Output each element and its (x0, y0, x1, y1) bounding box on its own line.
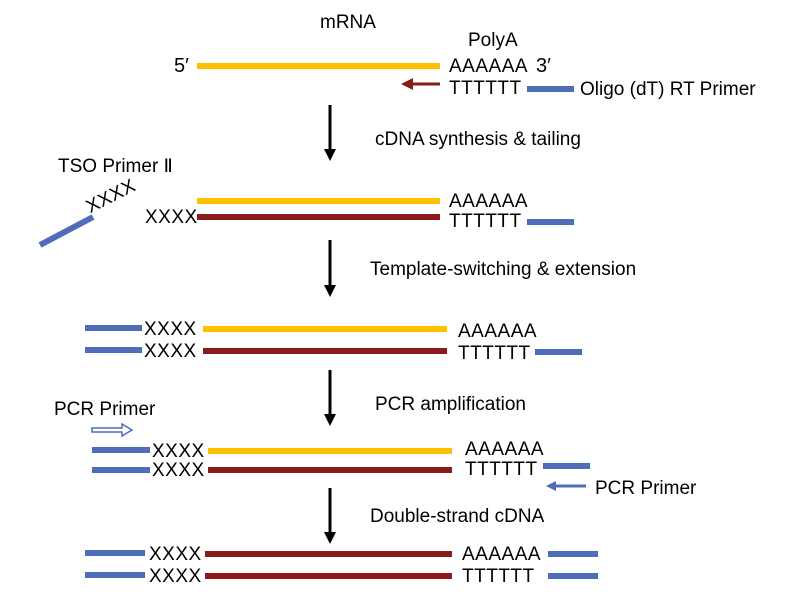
stage2-bottom-seq: TTTTTT (449, 211, 522, 232)
stage3-top-x-seq: XXXX (144, 319, 197, 340)
stage2-top-seq: AAAAAA (449, 191, 529, 212)
stage1-polya-seq: AAAAAA (449, 56, 529, 77)
stage3-top-seq: AAAAAA (458, 321, 538, 342)
stage2-c-tail-seq: XXXX (145, 207, 198, 228)
polya-label: PolyA (468, 30, 518, 51)
pcr-primer-left-label: PCR Primer (54, 399, 156, 420)
stage3-bottom-x-seq: XXXX (144, 341, 197, 362)
stage1-oligo-seq: TTTTTT (449, 78, 522, 99)
five-prime-label: 5′ (174, 55, 189, 77)
step2-label: Template-switching & extension (370, 259, 637, 280)
stage5-bottom-seq: TTTTTT (462, 566, 535, 587)
three-prime-label: 3′ (536, 55, 551, 77)
stage4-pcr-reverse-arrow (546, 481, 586, 491)
stage4-bottom-seq: TTTTTT (465, 459, 538, 480)
step3-label: PCR amplification (375, 394, 526, 415)
mrna-label: mRNA (320, 12, 376, 33)
step1-label: cDNA synthesis & tailing (375, 129, 581, 150)
stage5-top-seq: AAAAAA (462, 544, 542, 565)
pcr-primer-right-label: PCR Primer (595, 478, 697, 499)
stage2-tso-primer-bar (38, 214, 95, 248)
stage3-bottom-seq: TTTTTT (458, 343, 531, 364)
stage5-top-x-seq: XXXX (149, 544, 202, 565)
stage5-bottom-x-seq: XXXX (149, 566, 202, 587)
stage4-bottom-x-seq: XXXX (152, 460, 205, 481)
step4-label: Double-strand cDNA (370, 506, 545, 527)
stage4-top-x-seq: XXXX (152, 441, 205, 462)
tso-primer-label: TSO Primer Ⅱ (58, 156, 173, 177)
stage4-top-seq: AAAAAA (465, 439, 545, 460)
stage4-pcr-forward-arrow (91, 422, 134, 438)
rt-primer-label: Oligo (dT) RT Primer (580, 79, 756, 100)
